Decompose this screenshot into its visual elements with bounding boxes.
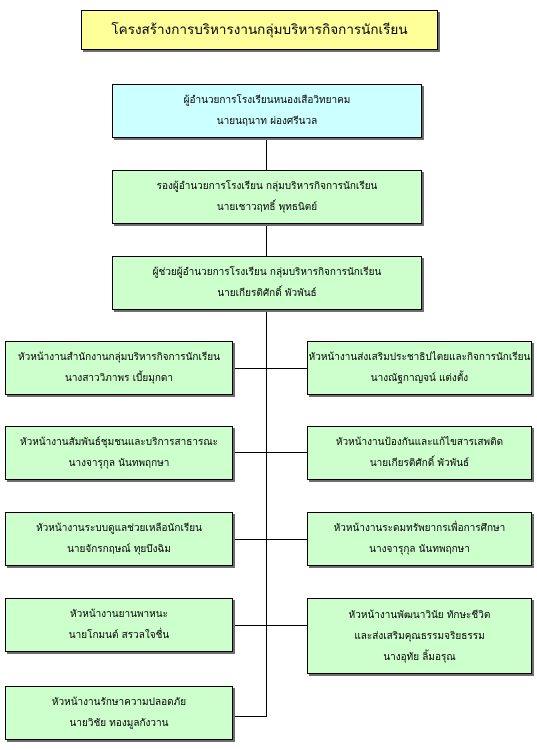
deputy-name: นายเชาวฤทธิ์ พุทธนิตย์	[216, 202, 318, 213]
connector-right-3	[266, 539, 307, 540]
unit-head-name: นางจารุกุล นันทพฤกษา	[68, 458, 170, 469]
assistant-name: นายเกียรติศักดิ์ พัวพันธ์	[217, 288, 317, 299]
unit-title: หัวหน้างานพัฒนาวินัย ทักษะชีวิต	[348, 609, 491, 621]
unit-title: หัวหน้างานระบบดูแลช่วยเหลือนักเรียน	[36, 523, 202, 534]
unit-head-name: นางจารุกุล นันทพฤกษา	[369, 544, 470, 555]
assistant-director-box: ผู้ช่วยผู้อำนวยการโรงเรียน กลุ่มบริหารกิ…	[112, 256, 422, 310]
connector-left-1	[233, 368, 267, 369]
connector-left-4	[233, 625, 267, 626]
unit-title-continued: และส่งเสริมคุณธรรมจริยธรรม	[354, 630, 485, 642]
connector-left-5	[233, 716, 267, 717]
unit-title: หัวหน้างานยานพาหนะ	[70, 609, 168, 620]
connector-left-2	[233, 452, 267, 453]
director-position: ผู้อำนวยการโรงเรียนหนองเสือวิทยาคม	[183, 95, 351, 106]
left-unit-box: หัวหน้างานรักษาความปลอดภัย นายวิชัย ทองม…	[5, 686, 233, 740]
right-unit-box: หัวหน้างานป้องกันและแก้ไขสารเสพติด นายเก…	[307, 426, 532, 480]
unit-title: หัวหน้างานระดมทรัพยากรเพื่อการศึกษา	[333, 523, 506, 534]
unit-head-name: นางอุทัย ลิ้มอรุณ	[383, 651, 456, 663]
deputy-position: รองผู้อำนวยการโรงเรียน กลุ่มบริหารกิจการ…	[156, 181, 378, 192]
left-unit-box: หัวหน้างานสัมพันธ์ชุมชนและบริการสาธารณะ …	[5, 426, 233, 480]
trunk-line	[266, 137, 267, 717]
right-unit-box: หัวหน้างานพัฒนาวินัย ทักษะชีวิต และส่งเส…	[307, 598, 532, 674]
unit-head-name: นายจักรกฤษณ์ ทุยบึงฉิม	[67, 544, 171, 555]
connector-right-4	[266, 625, 307, 626]
left-unit-box: หัวหน้างานสำนักงานกลุ่มบริหารกิจการนักเร…	[5, 341, 233, 395]
right-unit-box: หัวหน้างานส่งเสริมประชาธิปไตยและกิจการนั…	[307, 341, 532, 395]
unit-head-name: นายวิชัย ทองมูลกังวาน	[69, 718, 169, 729]
left-unit-box: หัวหน้างานระบบดูแลช่วยเหลือนักเรียน นายจ…	[5, 512, 233, 566]
assistant-position: ผู้ช่วยผู้อำนวยการโรงเรียน กลุ่มบริหารกิ…	[152, 267, 382, 278]
director-name: นายนฤนาท ผ่องศรีนวล	[216, 116, 318, 127]
unit-title: หัวหน้างานป้องกันและแก้ไขสารเสพติด	[335, 437, 504, 448]
unit-head-name: นายเกียรติศักดิ์ พัวพันธ์	[369, 458, 470, 469]
unit-title: หัวหน้างานรักษาความปลอดภัย	[51, 697, 187, 708]
unit-head-name: นางณัฐกาญจน์ แต่งตั้ง	[370, 373, 469, 384]
unit-title: หัวหน้างานส่งเสริมประชาธิปไตยและกิจการนั…	[308, 352, 531, 363]
deputy-director-box: รองผู้อำนวยการโรงเรียน กลุ่มบริหารกิจการ…	[112, 170, 422, 224]
connector-left-3	[233, 539, 267, 540]
chart-title-text: โครงสร้างการบริหารงานกลุ่มบริหารกิจการนั…	[111, 21, 408, 38]
unit-head-name: นางสาววิภาพร เบี้ยมุกดา	[64, 373, 173, 384]
unit-title: หัวหน้างานสัมพันธ์ชุมชนและบริการสาธารณะ	[20, 437, 218, 448]
left-unit-box: หัวหน้างานยานพาหนะ นายโกมนต์ สรวลใจชื่น	[5, 598, 233, 652]
unit-head-name: นายโกมนต์ สรวลใจชื่น	[68, 630, 170, 641]
director-box: ผู้อำนวยการโรงเรียนหนองเสือวิทยาคม นายนฤ…	[112, 84, 422, 138]
connector-right-2	[266, 452, 307, 453]
right-unit-box: หัวหน้างานระดมทรัพยากรเพื่อการศึกษา นางจ…	[307, 512, 532, 566]
chart-title: โครงสร้างการบริหารงานกลุ่มบริหารกิจการนั…	[81, 10, 438, 50]
connector-right-1	[266, 368, 307, 369]
unit-title: หัวหน้างานสำนักงานกลุ่มบริหารกิจการนักเร…	[18, 352, 220, 363]
